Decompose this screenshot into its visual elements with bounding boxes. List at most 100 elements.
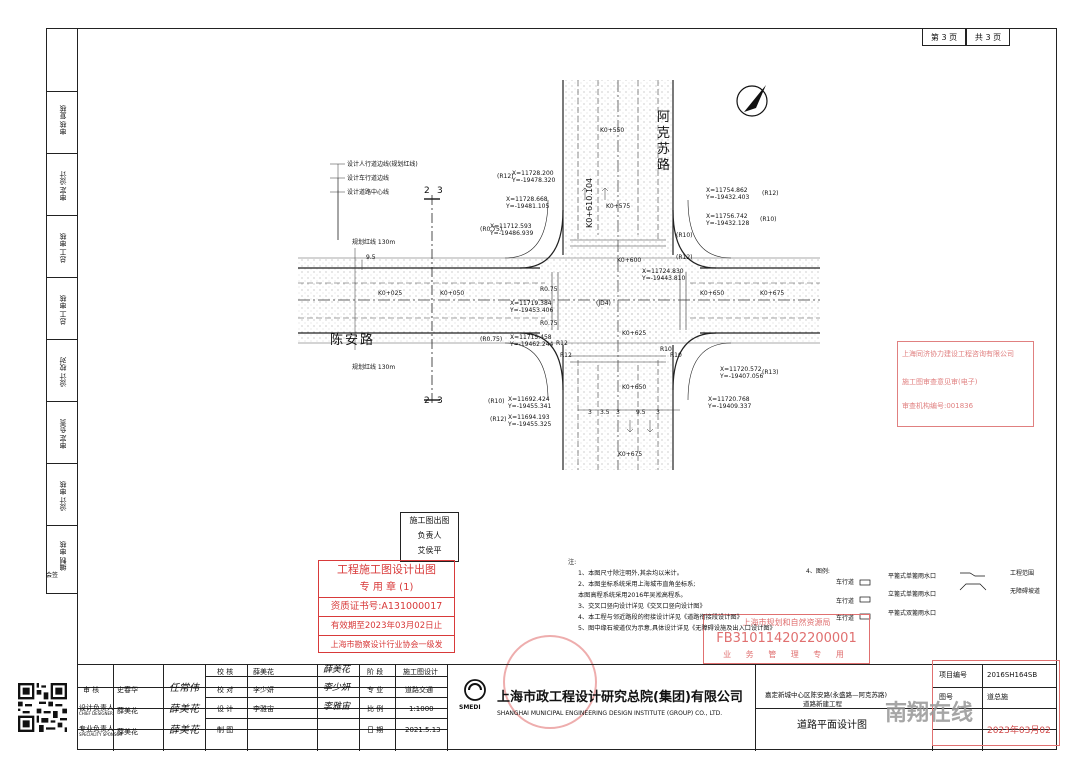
smedi-logo <box>464 679 486 701</box>
drawing-name: 道路平面设计图 <box>797 720 867 731</box>
coord-2-y: Y=-19481.105 <box>506 203 550 210</box>
section-lines <box>424 195 440 405</box>
legend-leaders <box>330 163 345 240</box>
page-current: 第 3 页 <box>922 28 966 46</box>
company-round-seal <box>503 635 597 729</box>
approval-seal <box>932 660 1060 746</box>
radius-label: (R12) <box>762 190 779 197</box>
legend-line-1: 设计人行道边线(规划红线) <box>347 161 418 168</box>
legend-item: 车行道 <box>836 579 855 586</box>
coord-5-y: Y=-19432.128 <box>706 220 750 227</box>
company-name: 上海市政工程设计研究总院(集团)有限公司 <box>497 690 743 705</box>
station-jd: (JD4) <box>596 300 611 307</box>
station-top: K0+550 <box>600 127 625 134</box>
company-name-en: SHANGHAI MUNICIPAL ENGINEERING DESIGN IN… <box>497 710 723 717</box>
bottom-dim: 3 <box>656 409 660 416</box>
title-block: 审 核 史春华 任常伟 设计负责人 CHIEF DESIGNER 薛美花 薛美花… <box>77 664 1057 751</box>
station-lower2: K0+650 <box>622 384 647 391</box>
station-cross-right2: K0+675 <box>760 290 785 297</box>
coord-2-x: X=11728.668 <box>506 196 548 203</box>
qr-code-icon <box>18 683 67 732</box>
coord-12-x: X=11694.193 <box>508 414 550 421</box>
section-label-bottom-2: 2 <box>424 396 430 406</box>
width-dimension <box>354 248 363 350</box>
coord-4-x: X=11754.862 <box>706 187 748 194</box>
legend-item: 平篦式单篦雨水口 <box>888 573 937 580</box>
coord-3-y: Y=-19486.939 <box>490 230 534 237</box>
radius-label: (R12) <box>676 254 693 261</box>
radius-label: R0.75 <box>540 320 558 327</box>
red-line-width-bottom: 规划红线 130m <box>352 364 396 371</box>
lane-arrows <box>581 187 654 433</box>
radius-label: (R0.75) <box>480 336 503 343</box>
radius-label: R12 <box>556 340 568 347</box>
coord-10-x: X=11720.768 <box>708 396 750 403</box>
north-arrow-icon <box>736 85 768 117</box>
section-label-top-2: 2 <box>424 186 430 196</box>
notes: 注: 1、本图尺寸除注明外,其余均以米计。 2、本图坐标系统采用上海城市直角坐标… <box>568 559 776 632</box>
bottom-dim: 3 <box>588 409 592 416</box>
coord-1-x: X=11728.200 <box>512 170 554 177</box>
coord-3-x: X=11712.593 <box>490 223 532 230</box>
radius-label: (R13) <box>762 369 779 376</box>
coord-9-y: Y=-19407.056 <box>720 373 764 380</box>
coord-4-y: Y=-19432.403 <box>706 194 750 201</box>
sign-off-sidebar: 审核 复核 审定 设计 总工 审核 总工 审核 设计 校对 审定 负责 设计 审… <box>46 28 78 594</box>
section-label-top-3: 3 <box>437 186 443 196</box>
vertical-road-name: 阿克苏路 <box>657 110 671 173</box>
station-lower1: K0+625 <box>622 330 647 337</box>
crosswalks <box>551 239 687 363</box>
legend-item: 工程范围 <box>1010 570 1035 577</box>
legend-item: 车行道 <box>836 615 855 622</box>
radius-label: R10 <box>670 352 682 359</box>
radius-label: (R10) <box>488 398 505 405</box>
legend-item: 立篦式单篦雨水口 <box>888 591 937 598</box>
station-center: K0+600 <box>617 257 642 264</box>
coord-5-x: X=11756.742 <box>706 213 748 220</box>
coord-8-x: X=11715.458 <box>510 334 552 341</box>
page-total: 共 3 页 <box>966 28 1010 46</box>
coord-6-x: X=11724.830 <box>642 268 684 275</box>
coord-8-y: Y=-19462.244 <box>510 341 554 348</box>
legend-line-3: 设计道路中心线 <box>347 189 390 196</box>
review-seal: 上海同济协力建设工程咨询有限公司 施工图审查意见审(电子) 审查机构编号:001… <box>897 341 1034 427</box>
horizontal-road-name: 陈安路 <box>330 333 376 348</box>
legend-title: 4、图例: <box>806 568 830 575</box>
watermark: 南翔在线 <box>885 701 974 726</box>
station-upper: K0+575 <box>606 203 631 210</box>
coord-11-y: Y=-19455.341 <box>508 403 552 410</box>
project-sub: 道路新建工程 <box>803 700 842 708</box>
radius-label: R12 <box>560 352 572 359</box>
coord-9-x: X=11720.572 <box>720 366 762 373</box>
radius-label: (R12) <box>497 173 514 180</box>
station-cross-left2: K0+050 <box>440 290 465 297</box>
horizontal-road <box>298 257 820 344</box>
legend-symbols <box>859 572 987 620</box>
station-cross-left1: K0+025 <box>378 290 403 297</box>
corner-curbs <box>504 199 732 401</box>
logo-text: SMEDI <box>459 704 481 711</box>
design-seal: 施工图出图 负责人 艾侯平 <box>400 512 459 562</box>
sidebar-bottom-label: 会签 <box>46 572 59 579</box>
section-label-bottom-3: 3 <box>437 396 443 406</box>
dim-9-5: 9.5 <box>366 254 376 261</box>
bottom-dim: 3 <box>616 409 620 416</box>
radius-label: R10 <box>660 346 672 353</box>
red-line-width-top: 规划红线 130m <box>352 239 396 246</box>
radius-label: (R10) <box>676 232 693 239</box>
radius-label: R0.75 <box>540 286 558 293</box>
legend-item: 车行道 <box>836 598 855 605</box>
legend-line-2: 设计车行道边线 <box>347 175 390 182</box>
registration-seal: 上海市规划和自然资源局 FB310114202200001 业 务 管 理 专 … <box>703 614 870 664</box>
coord-10-y: Y=-19409.337 <box>708 403 752 410</box>
coord-6-y: Y=-19443.810 <box>642 275 686 282</box>
radius-label: (R12) <box>490 416 507 423</box>
legend-item: 平篦式双篦雨水口 <box>888 610 937 617</box>
legend-item: 无障碍坡道 <box>1010 588 1041 595</box>
bottom-dim: 3.5 <box>600 409 610 416</box>
radius-label: (R0.75) <box>480 226 503 233</box>
coord-7-y: Y=-19453.406 <box>510 307 554 314</box>
radius-label: (R10) <box>760 216 777 223</box>
station-bottom: K0+675 <box>618 451 643 458</box>
